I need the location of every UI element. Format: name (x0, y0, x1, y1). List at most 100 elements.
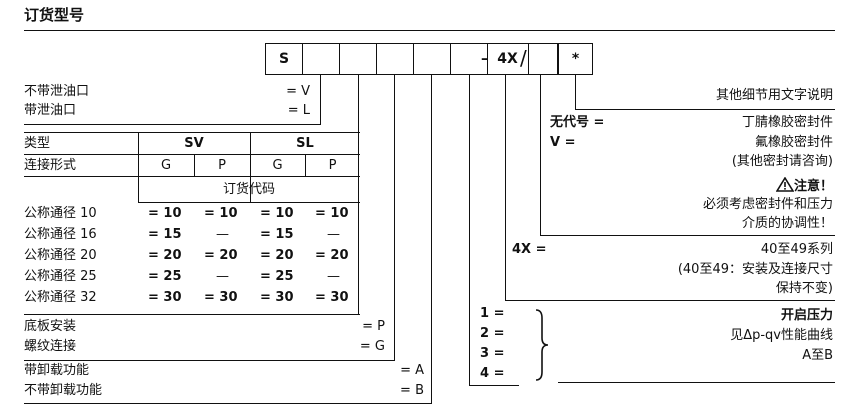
size-row-label: 公称通径 20 (24, 248, 97, 263)
leader-version-foot (505, 300, 835, 301)
fkm-seal: 氟橡胶密封件 (754, 135, 833, 150)
unload-rule (24, 403, 432, 404)
code-box-series: S (265, 43, 303, 75)
pressure-code-1: 1 = (480, 306, 505, 321)
sv-header: SV (184, 136, 204, 151)
no-code-label: 无代号 = (550, 115, 605, 130)
leader-seal (540, 75, 541, 235)
series-note-1: (40至49：安装及连接尺寸 (677, 262, 833, 277)
size-row-cell: = 10 (148, 206, 182, 221)
other-details: 其他细节用文字说明 (715, 88, 833, 103)
leak-rule (24, 124, 320, 125)
mount-value-2: = G (359, 339, 385, 354)
mount-label-2: 螺纹连接 (24, 339, 77, 354)
unload-label-2: 不带卸载功能 (24, 383, 103, 398)
leak-label-1: 不带泄油口 (24, 84, 90, 99)
pressure-code-2: 2 = (480, 326, 505, 341)
size-row-cell: — (327, 269, 340, 284)
mount-label-1: 底板安装 (24, 319, 77, 334)
sv-p: P (218, 158, 226, 173)
size-row-cell: = 20 (260, 248, 294, 263)
unload-label-1: 带卸载功能 (24, 363, 90, 378)
sl-g: G (272, 158, 283, 173)
size-row-cell: — (216, 269, 229, 284)
size-row-cell: = 20 (315, 248, 349, 263)
unload-value-2: = B (400, 383, 424, 398)
code-box-other: * (558, 43, 593, 75)
code-box-pressure (450, 43, 488, 75)
code-box-leak (302, 43, 340, 75)
leader-size (358, 75, 359, 315)
size-row-cell: = 25 (260, 269, 294, 284)
size-row-cell: = 15 (260, 227, 294, 242)
warning-line-2: 介质的协调性！ (741, 216, 833, 231)
sl-p: P (328, 158, 337, 173)
type-label: 类型 (24, 136, 51, 151)
pressure-brace-icon (535, 309, 549, 381)
slash-glyph: / (520, 46, 527, 70)
pressure-code-3: 3 = (480, 346, 505, 361)
curve-range: A至B (802, 348, 833, 363)
leader-leak (320, 75, 321, 125)
size-row-cell: = 20 (148, 248, 182, 263)
leader-other (575, 75, 576, 109)
leader-unload (431, 75, 432, 404)
code-version-text: 4X (497, 51, 518, 67)
warning-title: 注意！ (620, 176, 833, 195)
order-code-label: 订货代码 (222, 182, 275, 197)
leader-seal-foot (540, 235, 835, 236)
leak-label-2: 带泄油口 (24, 103, 77, 118)
code-box-mount (376, 43, 414, 75)
size-row-label: 公称通径 32 (24, 290, 97, 305)
series-code: 4X = (512, 242, 547, 257)
size-row-cell: — (216, 227, 229, 242)
warning-text: 注意！ (793, 179, 833, 194)
leader-version (505, 75, 506, 300)
leader-pressure-foot (469, 385, 519, 386)
series-note-2: 保持不变) (775, 281, 833, 296)
table-top-rule (24, 132, 360, 133)
size-row-cell: = 25 (148, 269, 182, 284)
size-row-cell: = 10 (204, 206, 238, 221)
size-row-label: 公称通径 16 (24, 227, 97, 242)
other-seal-note: (其他密封请咨询) (731, 154, 833, 169)
size-row-cell: = 30 (148, 290, 182, 305)
size-row-cell: — (327, 227, 340, 242)
sv-g: G (160, 158, 172, 173)
warning-line-1: 必须考虑密封件和压力 (702, 197, 833, 212)
table-rule-3 (24, 176, 360, 177)
leak-value-2: = L (287, 103, 310, 118)
leader-pressure (469, 75, 470, 385)
size-row-cell: = 10 (315, 206, 349, 221)
table-vline-2 (250, 132, 251, 202)
nbr-seal: 丁腈橡胶密封件 (741, 115, 833, 130)
size-row-cell: = 20 (204, 248, 238, 263)
code-box-version: –4X (481, 43, 529, 75)
mount-rule (24, 360, 394, 361)
mount-value-1: = P (362, 319, 385, 334)
code-box-size (339, 43, 377, 75)
conn-label: 连接形式 (24, 158, 77, 173)
size-bottom-rule (24, 314, 360, 315)
size-row-cell: = 10 (260, 206, 294, 221)
code-box-unload (413, 43, 451, 75)
sl-header: SL (296, 136, 314, 151)
table-vline-1 (138, 132, 139, 202)
unload-value-1: = A (400, 363, 424, 378)
open-pressure-label: 开启压力 (780, 308, 833, 323)
v-code-label: V = (550, 135, 576, 150)
size-row-cell: = 30 (315, 290, 349, 305)
code-box-seal (528, 43, 558, 75)
warning-icon (775, 176, 795, 192)
curve-ref: 见Δp-qv性能曲线 (730, 328, 833, 343)
table-vline-3 (194, 154, 195, 176)
series-text: 40至49系列 (760, 242, 833, 257)
pressure-rule (558, 382, 835, 383)
leader-other-foot (575, 109, 835, 110)
size-row-cell: = 15 (148, 227, 182, 242)
table-rule-2 (24, 154, 360, 155)
leader-mount (394, 75, 395, 361)
pressure-code-4: 4 = (480, 366, 505, 381)
page-title: 订货型号 (24, 6, 85, 24)
table-rule-4 (138, 202, 360, 203)
